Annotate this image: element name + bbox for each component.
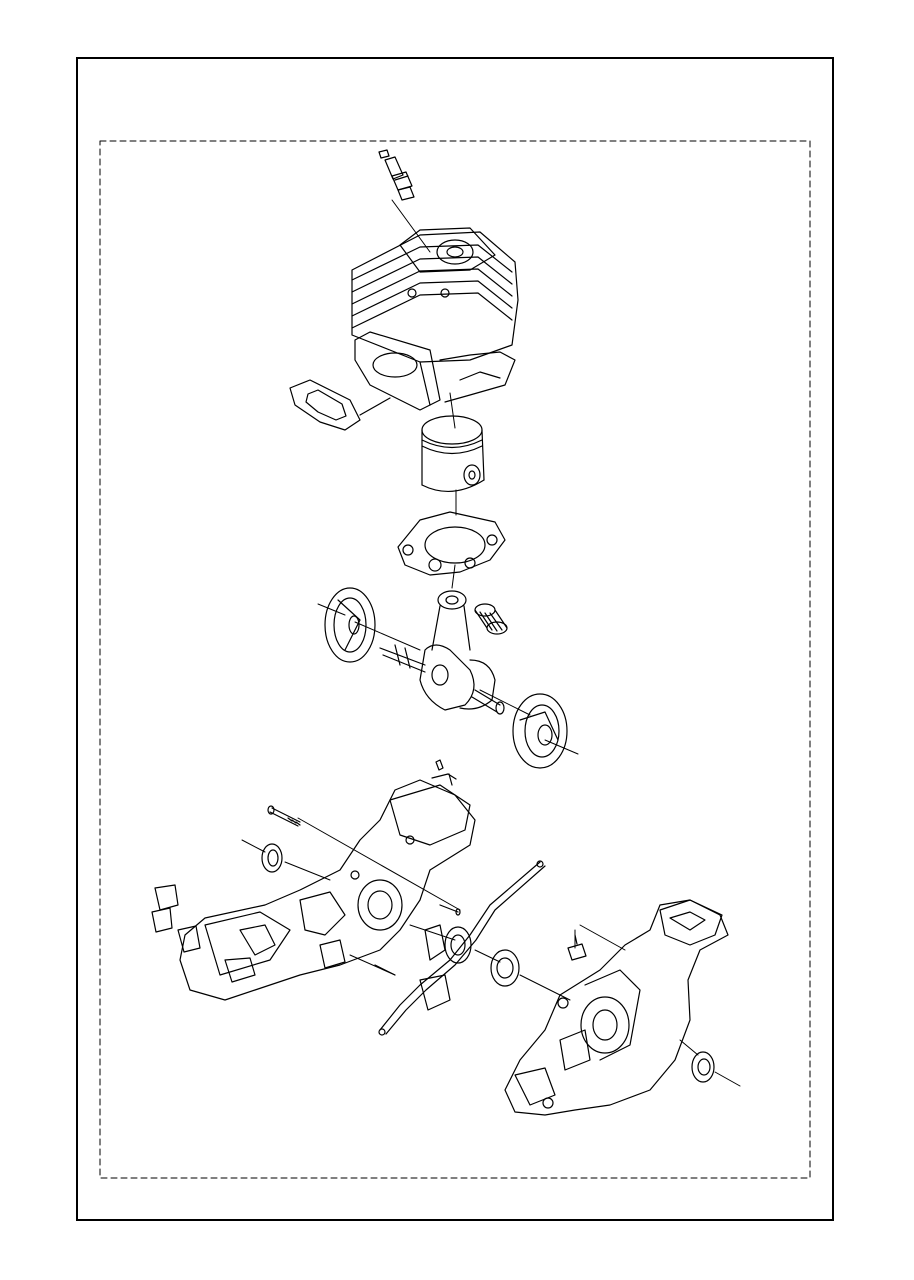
crankcase-gasket (379, 861, 545, 1035)
short-bolt (375, 905, 460, 975)
crank-seal-left-small (262, 844, 282, 872)
kit-boundary (100, 141, 810, 1178)
long-bolt (268, 806, 300, 826)
crankcase-half-left (152, 780, 475, 1000)
leader-lines (242, 200, 740, 1086)
crankcase-half-right (505, 900, 728, 1115)
crank-seal-right-small (692, 1052, 714, 1082)
needle-bearing (475, 604, 507, 634)
main-bearing (445, 927, 519, 986)
right-half-nut (568, 935, 586, 960)
cylinder-base-gasket (398, 512, 505, 575)
crankshaft-assembly (380, 591, 504, 714)
piston (422, 416, 484, 491)
crank-seal-left (325, 588, 375, 662)
page-border (76, 57, 834, 1221)
spark-plug (379, 150, 414, 200)
crank-seal-right (513, 694, 567, 768)
dowel-pin (432, 760, 456, 785)
intake-gasket (290, 380, 390, 430)
cylinder (352, 228, 518, 410)
